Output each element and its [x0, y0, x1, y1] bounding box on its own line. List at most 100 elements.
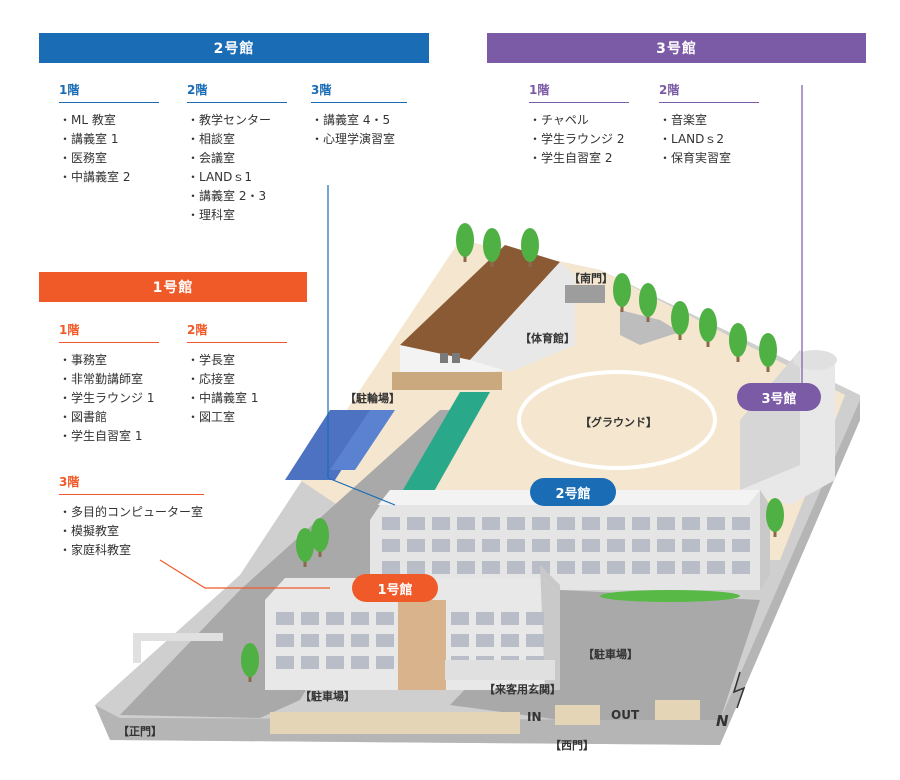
room-item: 学生自習室 2	[529, 149, 629, 168]
window	[407, 517, 425, 530]
tree	[613, 273, 631, 312]
window	[376, 656, 394, 669]
building-3-marker[interactable]: 3号館	[737, 383, 821, 411]
window	[501, 612, 519, 625]
room-item: 模擬教室	[59, 522, 204, 541]
gym-label: 【体育館】	[520, 332, 575, 345]
parking-east-label: 【駐車場】	[583, 648, 638, 661]
tree	[241, 643, 259, 682]
window	[707, 517, 725, 530]
window	[382, 517, 400, 530]
window	[607, 517, 625, 530]
north-label: N	[716, 712, 729, 730]
window	[707, 539, 725, 552]
window	[476, 634, 494, 647]
building-1-marker[interactable]: 1号館	[352, 574, 438, 602]
window	[732, 561, 750, 574]
window	[276, 656, 294, 669]
building-1-floor-1: 1階 事務室非常勤講師室学生ラウンジ 1図書館学生自習室 1	[59, 321, 159, 446]
building-2-marker[interactable]: 2号館	[530, 478, 616, 506]
window	[607, 561, 625, 574]
room-item: 事務室	[59, 351, 159, 370]
window	[732, 517, 750, 530]
room-item: 講義室 2・3	[187, 187, 287, 206]
room-item: 図工室	[187, 408, 287, 427]
window	[632, 561, 650, 574]
room-list: 多目的コンピューター室模擬教室家庭科教室	[59, 503, 204, 560]
visitor-entrance-canopy	[445, 660, 555, 680]
window	[582, 561, 600, 574]
parking-west-label: 【駐車場】	[300, 690, 355, 703]
window	[507, 539, 525, 552]
window	[657, 517, 675, 530]
room-item: 図書館	[59, 408, 159, 427]
room-item: LANDｓ1	[187, 168, 287, 187]
window	[476, 612, 494, 625]
room-item: 学長室	[187, 351, 287, 370]
tree	[296, 528, 314, 567]
tree	[729, 323, 747, 362]
room-item: LANDｓ2	[659, 130, 759, 149]
room-item: 心理学演習室	[311, 130, 407, 149]
south-gate-structure	[565, 285, 605, 303]
room-item: 応接室	[187, 370, 287, 389]
north-arrow	[732, 671, 746, 709]
window	[326, 634, 344, 647]
room-list: 事務室非常勤講師室学生ラウンジ 1図書館学生自習室 1	[59, 351, 159, 446]
window	[451, 634, 469, 647]
leader-lines	[159, 85, 803, 589]
building-2-floor-2: 2階 教学センター相談室会議室LANDｓ1講義室 2・3理科室	[187, 81, 287, 225]
window	[632, 539, 650, 552]
window	[507, 517, 525, 530]
window	[326, 656, 344, 669]
window	[351, 656, 369, 669]
window	[382, 539, 400, 552]
trees	[241, 223, 784, 682]
building-3-header: 3号館	[487, 33, 866, 63]
window	[457, 517, 475, 530]
window	[526, 612, 544, 625]
building-1-header: 1号館	[39, 272, 307, 302]
room-item: ML 教室	[59, 111, 159, 130]
room-list: 音楽室LANDｓ2保育実習室	[659, 111, 759, 168]
window	[732, 539, 750, 552]
window	[276, 634, 294, 647]
room-item: 会議室	[187, 149, 287, 168]
room-item: 保育実習室	[659, 149, 759, 168]
building-2-floor-1: 1階 ML 教室講義室 1医務室中講義室 2	[59, 81, 159, 187]
building-3-floor-2: 2階 音楽室LANDｓ2保育実習室	[659, 81, 759, 168]
fence-front	[270, 700, 700, 734]
window	[532, 517, 550, 530]
visitor-entrance-label: 【来客用玄関】	[484, 683, 561, 696]
window	[501, 634, 519, 647]
room-item: 中講義室 2	[59, 168, 159, 187]
window	[351, 634, 369, 647]
room-item: 学生ラウンジ 2	[529, 130, 629, 149]
window	[432, 561, 450, 574]
window	[457, 561, 475, 574]
floor-label: 2階	[187, 321, 287, 343]
room-item: 相談室	[187, 130, 287, 149]
window	[557, 561, 575, 574]
floor-label: 2階	[659, 81, 759, 103]
room-item: 学生自習室 1	[59, 427, 159, 446]
in-label: IN	[527, 710, 542, 724]
hedge	[600, 590, 740, 602]
building-2-header: 2号館	[39, 33, 429, 63]
covered-walkway	[400, 392, 490, 495]
room-item: 医務室	[59, 149, 159, 168]
west-gate-label: 【西門】	[550, 739, 594, 752]
window	[657, 561, 675, 574]
window	[526, 634, 544, 647]
room-item: 講義室 4・5	[311, 111, 407, 130]
window	[682, 561, 700, 574]
room-item: 音楽室	[659, 111, 759, 130]
room-list: 教学センター相談室会議室LANDｓ1講義室 2・3理科室	[187, 111, 287, 225]
room-item: 多目的コンピューター室	[59, 503, 204, 522]
south-gate-label: 【南門】	[569, 272, 613, 285]
window	[557, 539, 575, 552]
room-item: 非常勤講師室	[59, 370, 159, 389]
window	[301, 612, 319, 625]
window	[382, 561, 400, 574]
